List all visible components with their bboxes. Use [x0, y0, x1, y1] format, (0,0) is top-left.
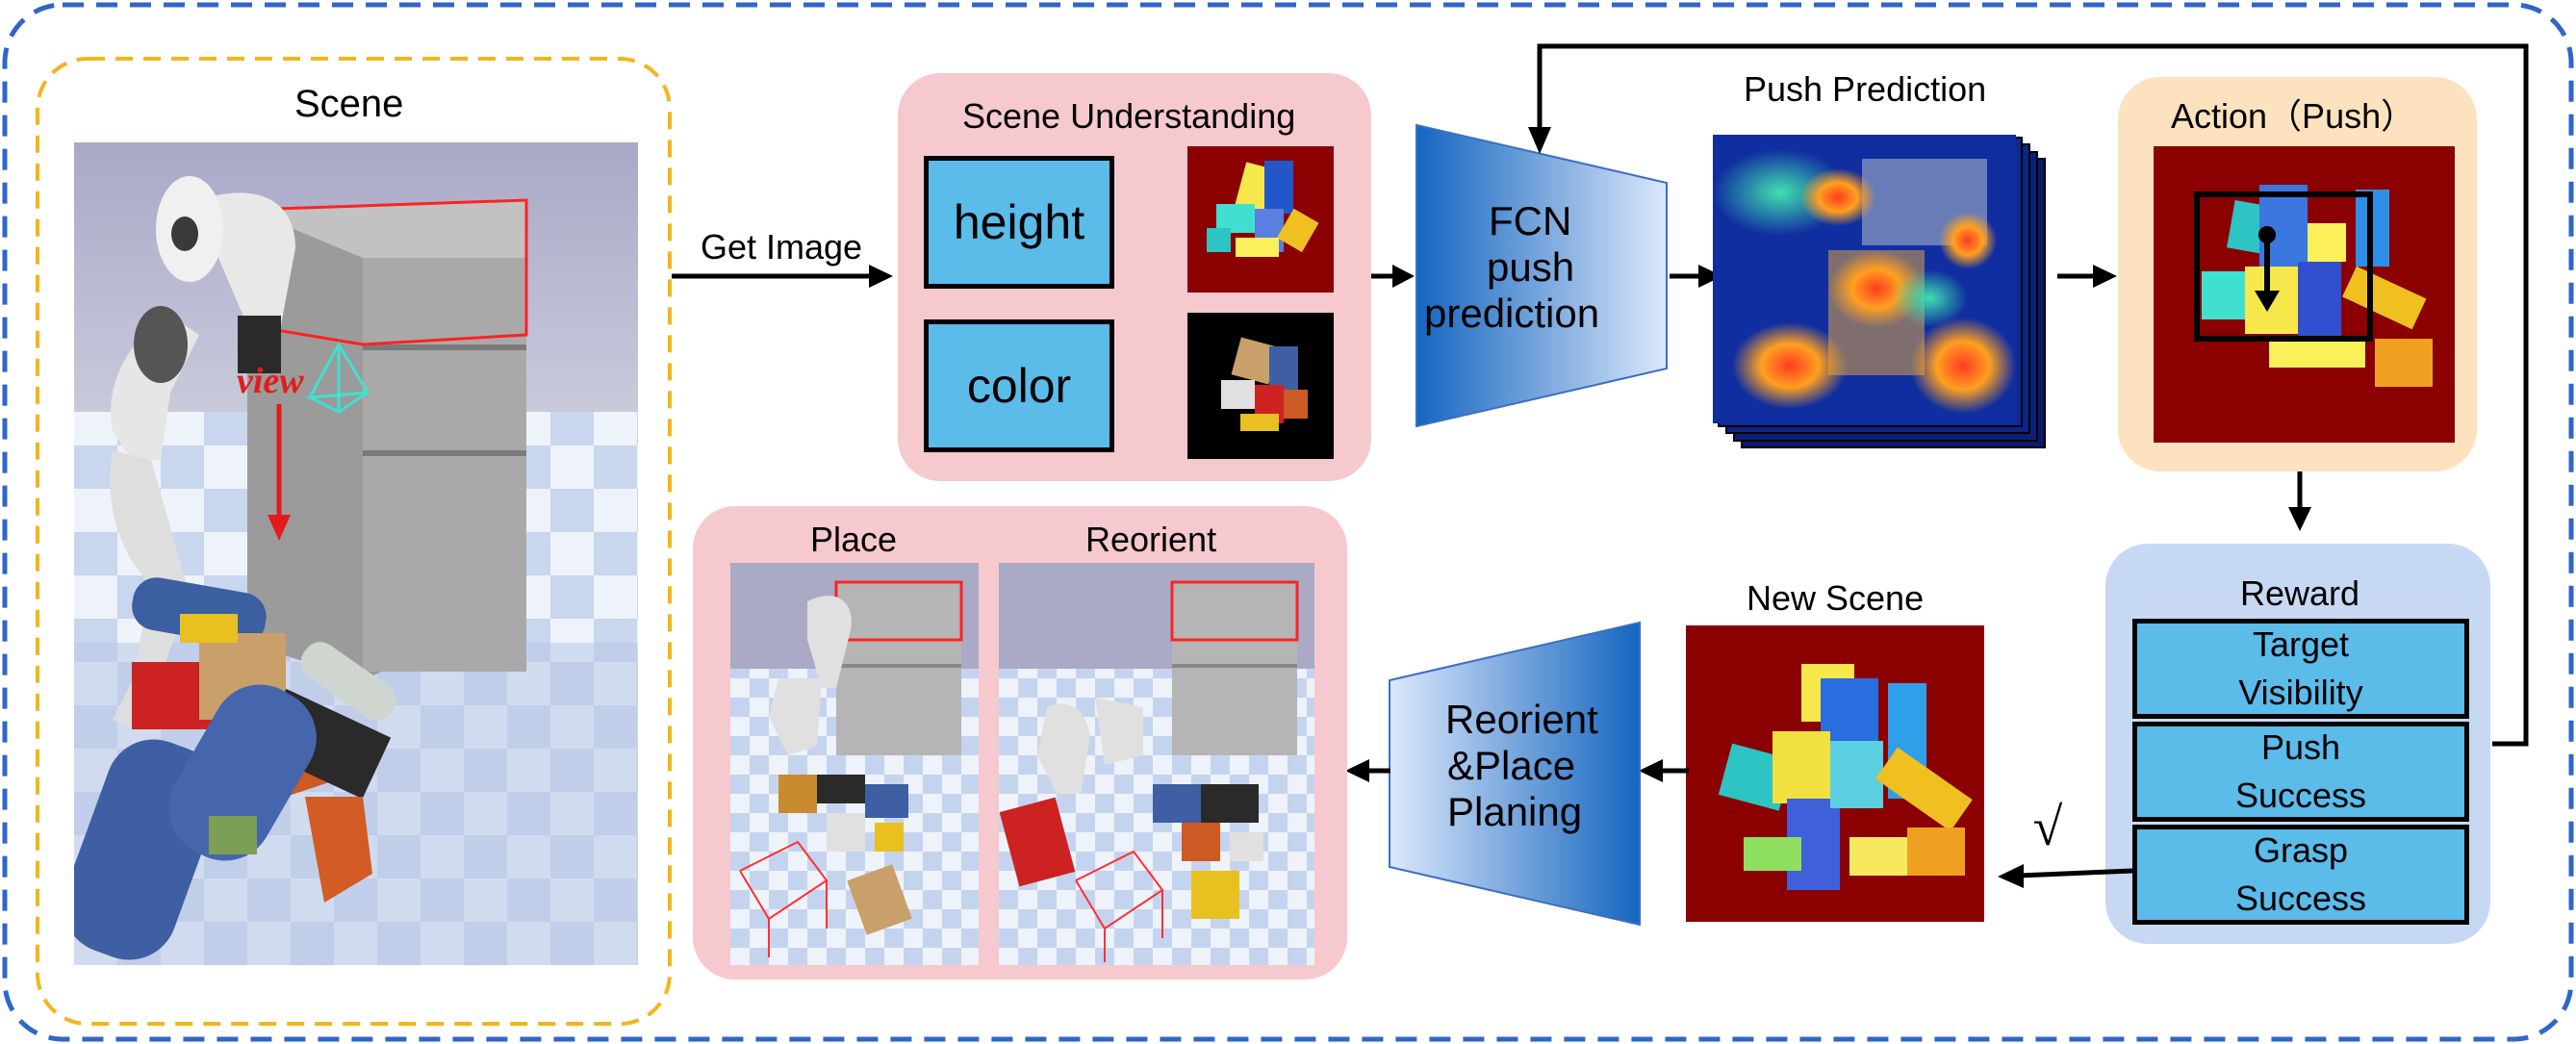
push-prediction-stack: [1713, 135, 2046, 448]
reward-item-line1: Grasp: [2253, 830, 2349, 870]
place-render: [730, 563, 979, 965]
place-label: Place: [810, 520, 898, 559]
color-box: color: [924, 319, 1114, 452]
height-label: height: [953, 195, 1085, 249]
scene-title: Scene: [294, 83, 404, 125]
reorient-place-block: [1389, 621, 1641, 927]
scene-dashed-frame: [36, 57, 672, 1026]
feedback-loop-arrow: [1528, 43, 2529, 747]
reorient-line3: Planing: [1447, 789, 1583, 834]
reward-item-line1: Push: [2260, 727, 2341, 767]
reward-item-line2: Success: [2234, 878, 2367, 918]
arrow-to-reward: [2288, 471, 2311, 531]
fcn-line2: push: [1487, 244, 1575, 290]
reorient-label: Reorient: [1085, 520, 1217, 559]
reward-item-line2: Success: [2234, 776, 2367, 815]
arrow-to-action: [2057, 265, 2117, 288]
arrow-to-results: [1345, 759, 1390, 782]
color-image-thumbnail: [1187, 313, 1334, 459]
arrow-to-push-prediction: [1670, 265, 1722, 288]
action-title: Action（Push）: [2171, 96, 2416, 136]
view-label: view: [237, 361, 304, 401]
new-scene-heightmap: [1686, 625, 1984, 922]
height-box: height: [924, 156, 1114, 289]
action-push-heightmap: [2154, 146, 2455, 443]
reward-title: Reward: [2240, 573, 2360, 613]
reward-item-line1: Target: [2252, 624, 2350, 664]
view-arrow: [268, 404, 291, 541]
get-image-label: Get Image: [701, 227, 863, 267]
fcn-line1: FCN: [1489, 198, 1572, 243]
check-mark: √: [2032, 798, 2062, 857]
push-prediction-title: Push Prediction: [1744, 69, 1987, 109]
get-image-arrow: [672, 265, 893, 288]
color-label: color: [966, 359, 1072, 413]
scene-render: [74, 142, 638, 965]
fcn-block: [1416, 123, 1668, 428]
arrow-to-reorient: [1639, 759, 1689, 782]
arrow-to-new-scene: [1998, 864, 2133, 888]
fcn-line3: prediction: [1424, 291, 1600, 336]
reward-grasp-success: Grasp Success: [2132, 825, 2469, 925]
reward-push-success: Push Success: [2132, 722, 2469, 822]
reorient-line1: Reorient: [1445, 697, 1598, 742]
arrow-to-fcn: [1371, 265, 1415, 288]
scene-understanding-title: Scene Understanding: [962, 96, 1296, 136]
reorient-render: [999, 563, 1314, 965]
reorient-line2: &Place: [1447, 743, 1576, 788]
new-scene-title: New Scene: [1747, 578, 1925, 618]
reward-item-line2: Visibility: [2238, 673, 2363, 712]
reward-target-visibility: Target Visibility: [2132, 619, 2469, 719]
height-map-thumbnail: [1187, 146, 1334, 293]
